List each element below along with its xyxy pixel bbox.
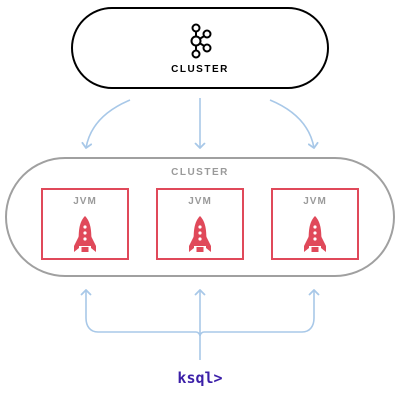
arrow-client-to-left-node <box>80 289 201 360</box>
jvm-node-label: JVM <box>303 196 327 207</box>
jvm-node-label: JVM <box>73 196 97 207</box>
ksql-cluster-label: CLUSTER <box>171 167 229 178</box>
rocket-icon <box>189 216 211 252</box>
arrow-client-to-right-node <box>199 289 320 337</box>
kafka-logo-icon <box>190 23 212 59</box>
kafka-cluster-label: CLUSTER <box>171 64 229 75</box>
rocket-icon <box>74 216 96 252</box>
arrow-kafka-to-left-node <box>81 99 131 149</box>
arrow-kafka-to-right-node <box>269 99 319 149</box>
rocket-icon <box>304 216 326 252</box>
ksql-prompt: ksql> <box>177 369 223 387</box>
kafka-cluster-box <box>71 7 329 89</box>
jvm-node-label: JVM <box>188 196 212 207</box>
